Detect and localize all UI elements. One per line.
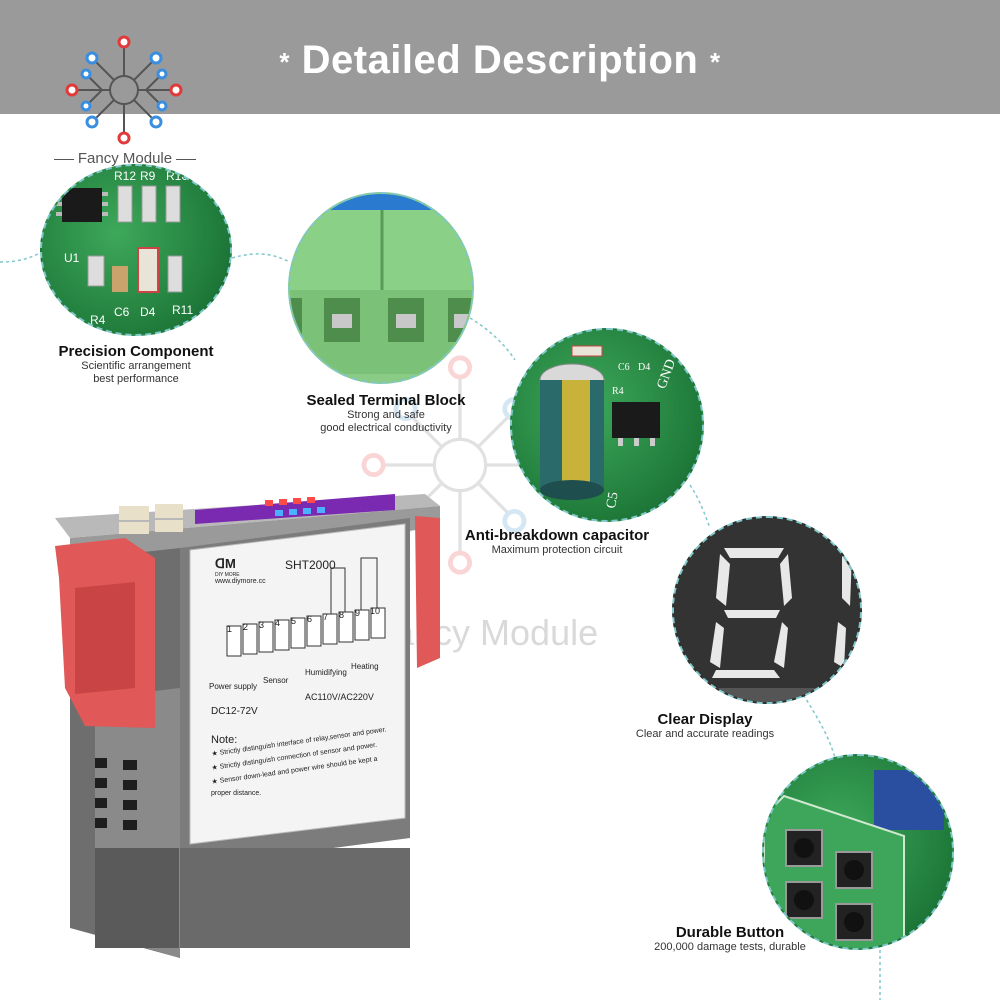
caption-sub: 200,000 damage tests, durable [654,941,806,953]
pcb-label-r10: R10 [166,169,188,183]
pcb-label-r12: R12 [114,169,136,183]
caption-sub: Maximum protection circuit [491,544,623,556]
device-body-icon [55,494,440,958]
pcb-label-r4b: R4 [612,386,624,397]
caption-precision-component: Precision Component Scientific arrangeme… [36,343,236,386]
label-ac-voltage: AC110V/AC220V [305,692,374,702]
caption-title: Anti-breakdown capacitor [464,527,650,544]
label-sensor: Sensor [263,676,289,685]
caption-title: Durable Button [675,924,785,941]
label-dc-voltage: DC12-72V [211,706,258,717]
label-note: Note: [211,734,238,746]
terminal-9: 9 [355,608,361,618]
caption-clear-display: Clear Display Clear and accurate reading… [610,711,800,741]
pcb-label-c5: C5 [604,491,622,510]
caption-capacitor: Anti-breakdown capacitor Maximum protect… [452,527,662,557]
caption-sub: Clear and accurate readings [635,728,775,740]
pcb-label-gnd: GND [655,357,679,391]
caption-sub: Scientific arrangement [81,360,191,372]
pcb-label-r4: R4 [90,313,106,327]
caption-sub: Strong and safe [347,409,425,421]
pcb-label-r11: R11 [172,303,193,317]
pcb-label-r9: R9 [140,169,156,183]
banner-title: * Detailed Description * [0,38,1000,83]
pcb-label-c6: C6 [114,305,130,319]
pcb-label-d4: D4 [140,305,156,319]
precision-component-image: R12 R9 R10 U1 R4 C6 D4 R11 [40,164,232,336]
brand-logo-icon [62,28,186,152]
terminal-block-image [288,192,474,384]
terminal-6: 6 [307,614,313,624]
terminal-1: 1 [227,624,233,634]
caption-title: Precision Component [58,343,214,360]
terminal-2: 2 [243,622,249,632]
caption-sub: best performance [93,373,179,385]
banner-title-text: Detailed Description [301,38,699,82]
star-left: * [279,46,290,77]
caption-sub: good electrical conductivity [320,422,452,434]
caption-durable-button: Durable Button 200,000 damage tests, dur… [626,924,834,954]
model-name: SHT2000 [285,558,336,572]
label-heating: Heating [351,662,379,671]
display-image [672,516,862,704]
caption-terminal-block: Sealed Terminal Block Strong and safe go… [286,392,486,435]
logo-text: Fancy Module [40,150,210,167]
label-humidifying: Humidifying [305,668,347,677]
terminal-7: 7 [323,612,329,622]
pcb-label-d4b: D4 [638,362,650,373]
terminal-8: 8 [339,610,345,620]
terminal-3: 3 [259,620,265,630]
caption-title: Clear Display [657,711,753,728]
pcb-label-u1: U1 [64,251,80,265]
label-power-supply: Power supply [209,682,258,691]
button-image [762,754,954,950]
caption-title: Sealed Terminal Block [306,392,466,409]
terminal-4: 4 [275,618,281,628]
device-thermostat: ᗡM DIY MORE www.diymore.cc SHT2000 1 2 3… [55,488,445,958]
brand-url: www.diymore.cc [215,578,266,585]
header-banner: * Detailed Description * [0,0,1000,114]
brand-logo: ᗡM [215,556,236,571]
capacitor-image: GND C5 C6 D4 R4 [510,328,704,522]
terminal-5: 5 [291,616,297,626]
terminal-10: 10 [370,606,381,616]
label-note-4: proper distance. [211,790,262,797]
star-right: * [710,46,721,77]
brand-name: DIY MORE [215,572,240,578]
pcb-label-c6b: C6 [618,362,630,373]
device-label: ᗡM DIY MORE www.diymore.cc SHT2000 1 2 3… [205,554,400,834]
